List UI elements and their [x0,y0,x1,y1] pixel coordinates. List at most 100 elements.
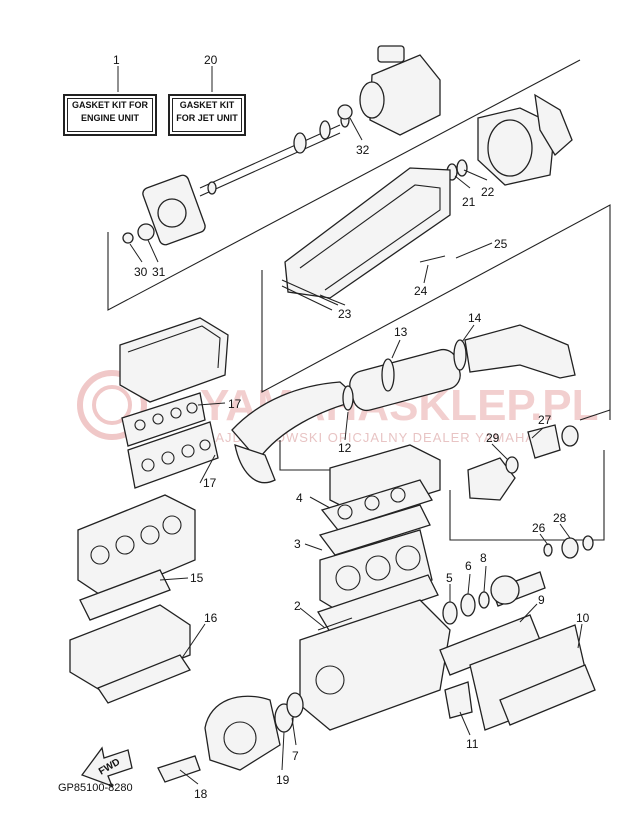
callout-17a: 17 [228,397,242,411]
exhaust-manifold-gaskets [439,614,596,731]
drive-shaft-edge [199,132,341,197]
shaft-coupler [293,132,307,154]
callout-1: 1 [113,53,120,67]
callout-11: 11 [466,737,479,751]
pump-housing-bore [157,198,187,228]
callout-4: 4 [296,491,303,505]
seal-22 [456,159,468,177]
cylinder-head [318,504,431,556]
shaft-bearing [319,120,331,140]
callout-14: 14 [468,311,482,325]
impeller-nozzle [446,93,573,186]
nozzle-bore [487,119,533,177]
exhaust-gasket-12 [342,385,354,411]
exhaust-group-edge [579,409,611,421]
magneto-bore [223,721,257,755]
callout-8: 8 [480,551,487,565]
oring-32 [337,104,353,120]
oring-30 [122,232,134,244]
callout-23: 23 [338,307,352,321]
callout-19: 19 [276,773,290,787]
kit-box-jet-unit: GASKET KIT FOR JET UNIT [168,94,246,136]
tunnel-bolt-24 [419,255,446,263]
magneto-housing [204,695,281,771]
seal-8 [478,591,490,609]
callout-7: 7 [292,749,299,763]
callout-15: 15 [190,571,204,585]
kit-jet-line1: GASKET KIT [179,100,235,110]
exhaust-outlet [464,324,576,379]
carburetor-bank [69,494,196,704]
seal-5 [442,601,458,625]
oring-27 [561,425,579,447]
reed-valve-16 [97,654,191,704]
kit-jet-line2: FOR JET UNIT [176,113,238,123]
seal-26 [543,543,553,557]
tunnel-gasket-23 [281,279,339,306]
pump-seal-group-outline [449,450,605,541]
magneto-cover [157,692,304,783]
kit-box-engine-unit: GASKET KIT FOR ENGINE UNIT [63,94,157,136]
callout-10: 10 [576,611,590,625]
callout-30: 30 [134,265,148,279]
air-box [119,317,229,403]
drive-shaft [199,124,341,189]
crankcase-bore [315,665,345,695]
oil-seal-31 [137,223,155,241]
callout-12: 12 [338,441,352,455]
air-box-body [119,317,229,403]
fwd-arrow-shape [80,746,133,788]
watermark-tagline: RAJDOCHOWSKI OFICJALNY DEALER YAMAHA [205,430,535,445]
callout-31: 31 [152,265,166,279]
callout-24: 24 [414,284,428,298]
leader-lines [117,66,583,785]
callout-16: 16 [204,611,218,625]
exhaust-group-outline [261,204,611,420]
watermark-logo-inner [92,385,132,425]
callout-28: 28 [553,511,567,525]
watermark-logo-ring [77,370,147,440]
seal-29 [505,456,519,474]
base-gasket-3 [317,574,439,633]
exhaust-elbow [234,444,276,484]
shaft-collar [207,181,217,195]
exhaust-system [231,324,576,484]
callout-18: 18 [194,787,208,801]
callout-21: 21 [462,195,476,209]
crankshaft-seals [442,571,546,625]
crankcase [299,599,451,731]
cover-27 [527,424,561,459]
callout-22: 22 [481,185,495,199]
tunnel-duct [281,167,451,311]
seal-28 [561,537,579,559]
callout-9: 9 [538,593,545,607]
intake-manifold [69,604,191,691]
callout-5: 5 [446,571,453,585]
fwd-arrow: FWD [80,746,133,788]
cable-guide-18 [157,755,201,783]
pump-seals [467,424,594,559]
exhaust-gasket-14 [453,339,467,371]
diagram-code: GP85100-8280 [58,782,133,794]
gasket-10 [499,664,596,726]
seal-28b [582,535,594,551]
callout-2: 2 [294,599,301,613]
callouts: 1 20 32 22 21 25 30 31 24 23 13 14 17 27… [113,53,590,801]
cylinder-assembly [317,444,441,633]
crankcase-gasket-2 [317,617,353,631]
callout-29: 29 [486,431,500,445]
exhaust-gasket-13 [381,358,395,392]
carburetor-body [77,494,196,599]
intake-housing-body [369,54,441,136]
callout-25: 25 [494,237,508,251]
callout-20: 20 [204,53,218,67]
cover-11 [444,681,473,719]
tunnel-duct-inner [299,184,441,291]
callout-17b: 17 [203,476,217,490]
intake-housing [337,45,441,136]
kit-engine-line2: ENGINE UNIT [80,113,139,123]
callout-6: 6 [465,559,472,573]
air-box-rim [127,325,221,369]
callout-27: 27 [538,413,552,427]
